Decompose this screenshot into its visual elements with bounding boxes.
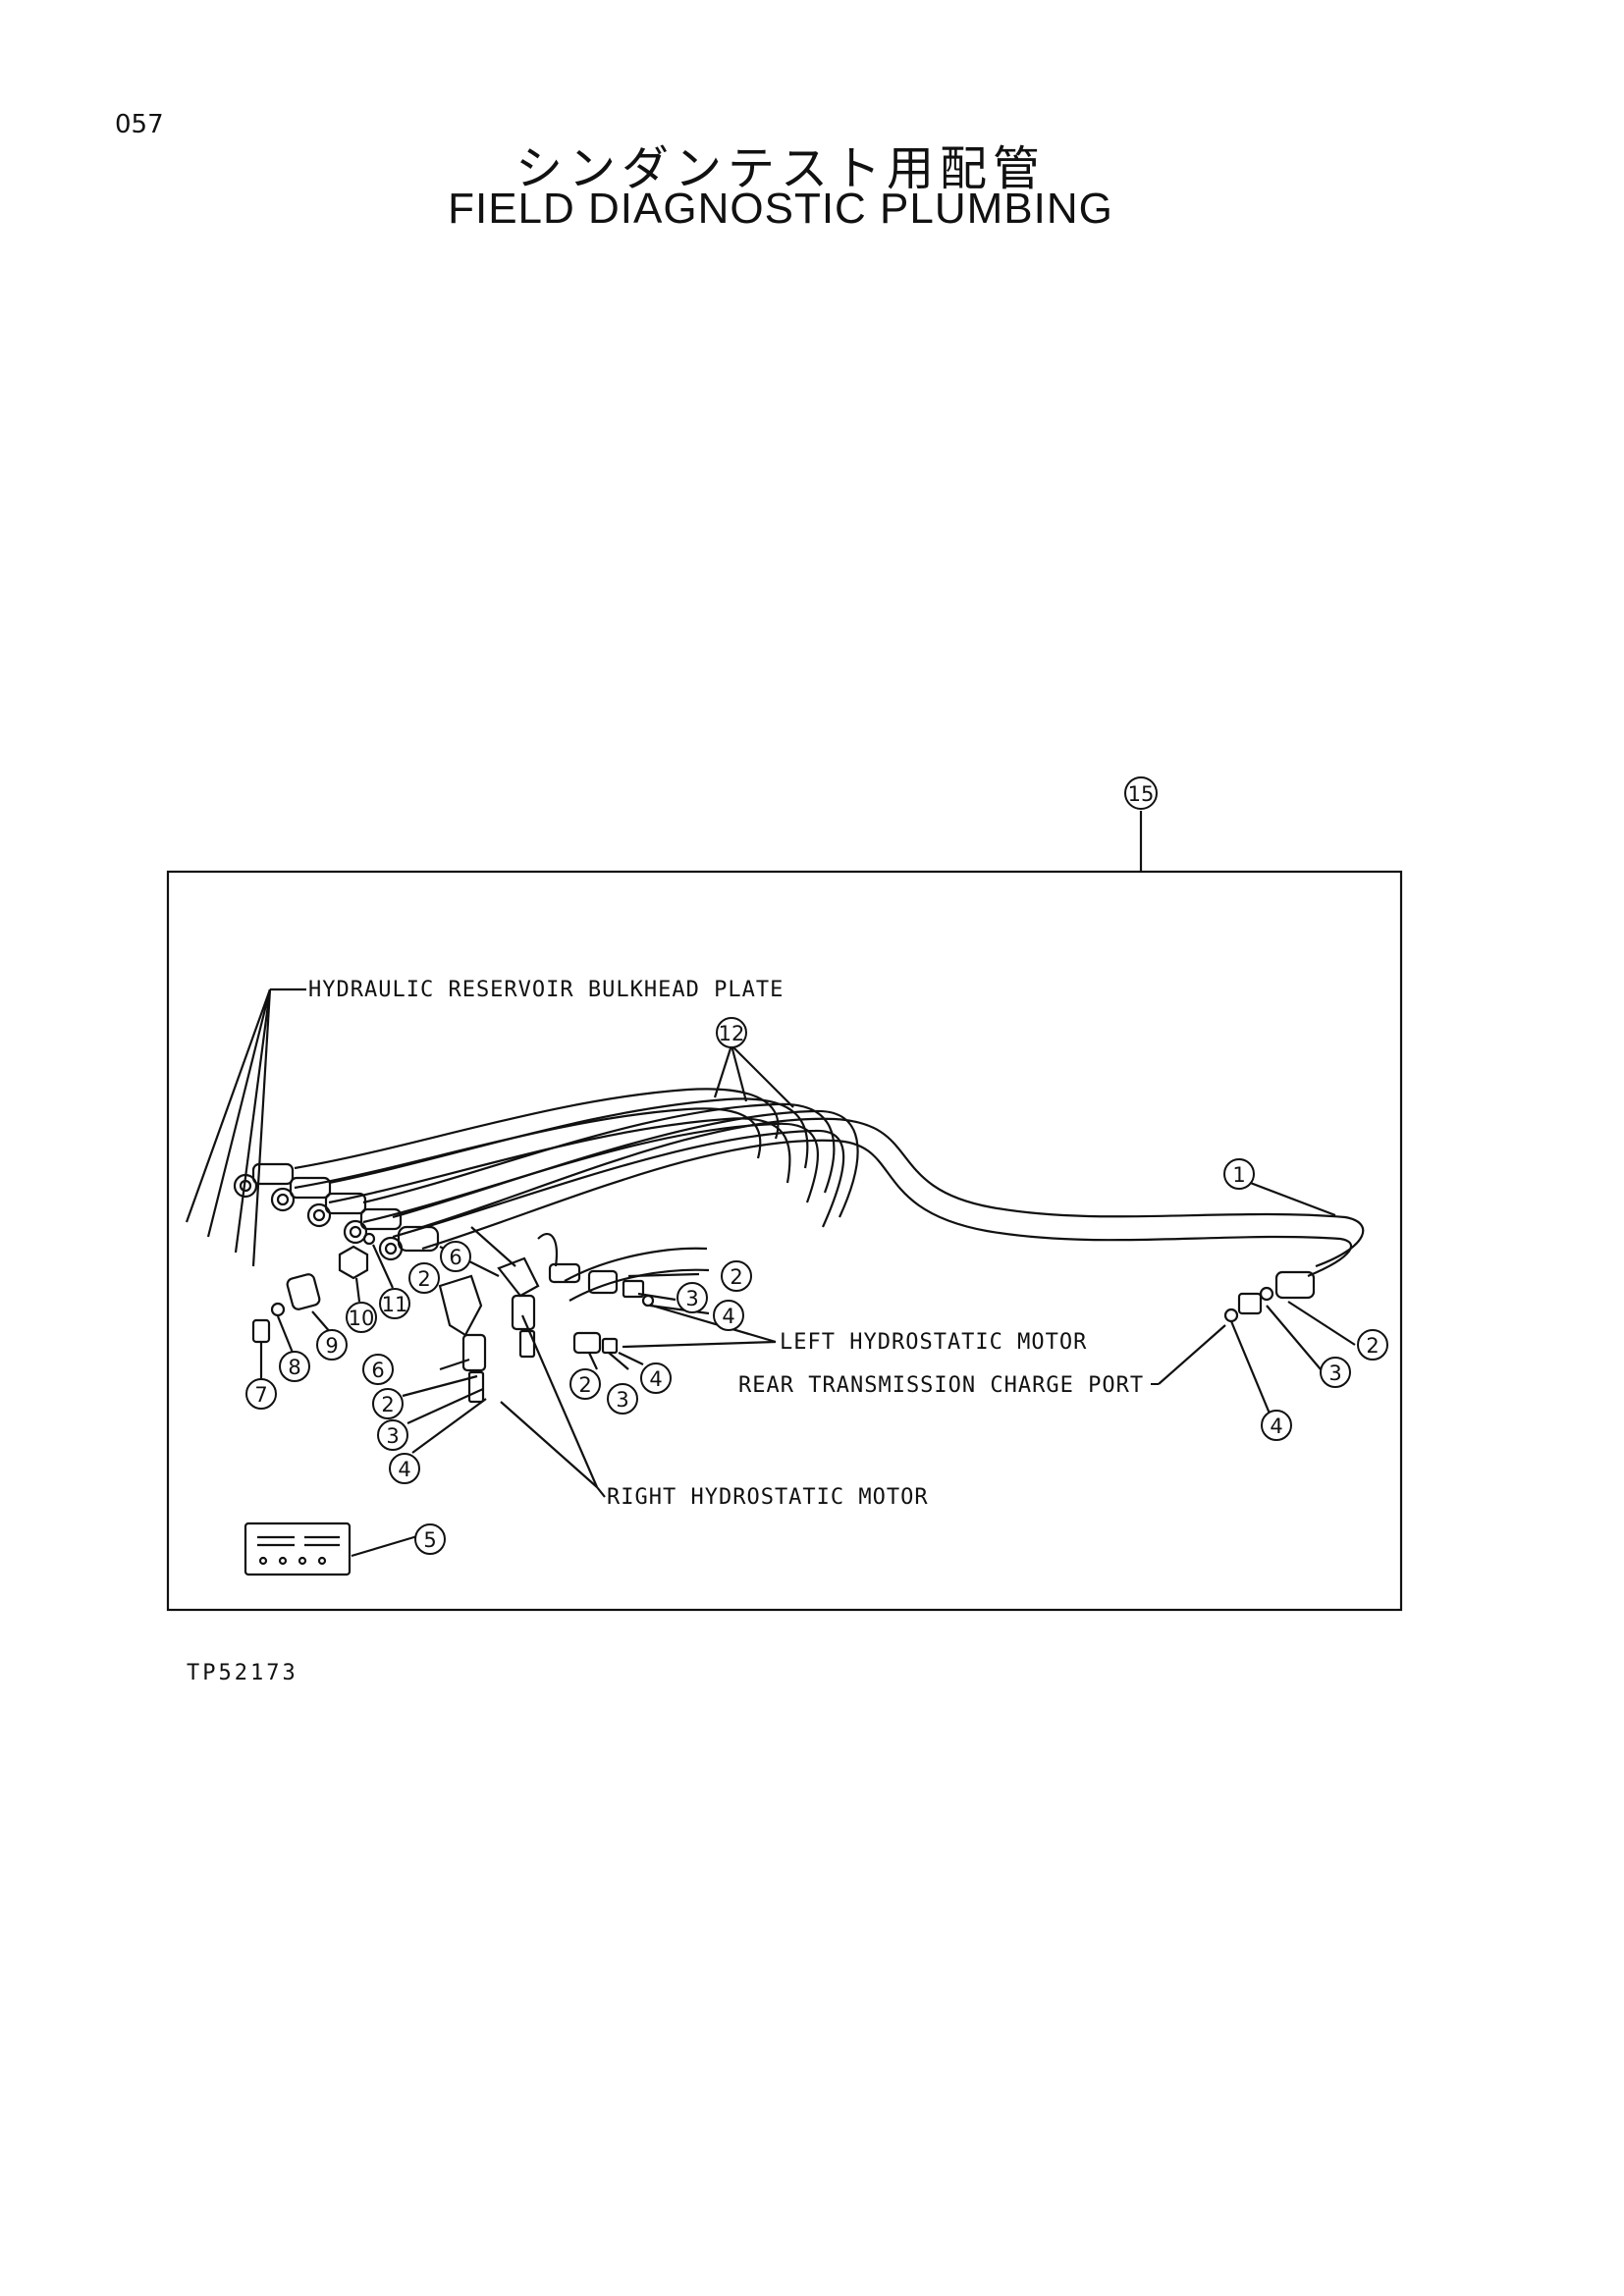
callout-11: 11	[382, 1293, 408, 1316]
document-code: TP52173	[187, 1661, 298, 1685]
callout-6-mid: 6	[371, 1359, 384, 1382]
callout-4-lhm: 4	[722, 1305, 734, 1328]
bulkhead-fittings	[233, 1162, 440, 1261]
callout-2-lhm: 2	[730, 1265, 742, 1289]
diagram-frame	[166, 870, 1403, 1612]
callout-4-right: 4	[1270, 1415, 1282, 1438]
callout-4-mid: 4	[398, 1458, 410, 1481]
title-japanese: シンダンテスト用配管	[514, 141, 1046, 196]
bulkhead-leaders	[185, 988, 306, 1267]
callout-2-mid: 2	[381, 1393, 394, 1416]
loose-fittings	[251, 1232, 395, 1379]
callout-2-left: 2	[417, 1267, 430, 1291]
callout-12: 12	[719, 1022, 745, 1045]
hose-1	[421, 1117, 1365, 1268]
callout-10: 10	[349, 1307, 375, 1330]
callout-5: 5	[423, 1528, 436, 1552]
callout-3-mid: 3	[386, 1424, 399, 1448]
label-bulkhead: HYDRAULIC RESERVOIR BULKHEAD PLATE	[308, 978, 784, 1002]
callout-2-right: 2	[1366, 1334, 1379, 1358]
hoses-leaders	[713, 1044, 794, 1108]
callout-7: 7	[254, 1383, 267, 1407]
callout-3-lhm: 3	[685, 1287, 698, 1310]
charge-port-fittings	[1158, 1270, 1356, 1415]
label-left-motor: LEFT HYDROSTATIC MOTOR	[780, 1330, 1087, 1355]
decal	[244, 1522, 418, 1576]
callout-2-lhm2: 2	[578, 1373, 591, 1397]
callout-1: 1	[1232, 1163, 1245, 1187]
callout-3-lhm2: 3	[616, 1388, 628, 1412]
callout-8: 8	[288, 1356, 300, 1379]
callouts	[245, 776, 1388, 1555]
callout-numbers: 15 12 1 2 6 11 10 9 8 7 6 2 3 4 2 3 4 2 …	[254, 782, 1379, 1552]
callout-4-lhm2: 4	[649, 1367, 662, 1391]
center-leaders	[402, 1226, 777, 1498]
callout-6-left: 6	[449, 1246, 461, 1269]
callout-3-right: 3	[1328, 1362, 1341, 1385]
page-number: 057	[115, 110, 164, 139]
callout-9: 9	[325, 1334, 338, 1358]
label-charge-port: REAR TRANSMISSION CHARGE PORT	[738, 1373, 1144, 1398]
label-right-motor: RIGHT HYDROSTATIC MOTOR	[607, 1485, 929, 1510]
callout-15: 15	[1128, 782, 1155, 806]
title-english: FIELD DIAGNOSTIC PLUMBING	[448, 185, 1113, 233]
